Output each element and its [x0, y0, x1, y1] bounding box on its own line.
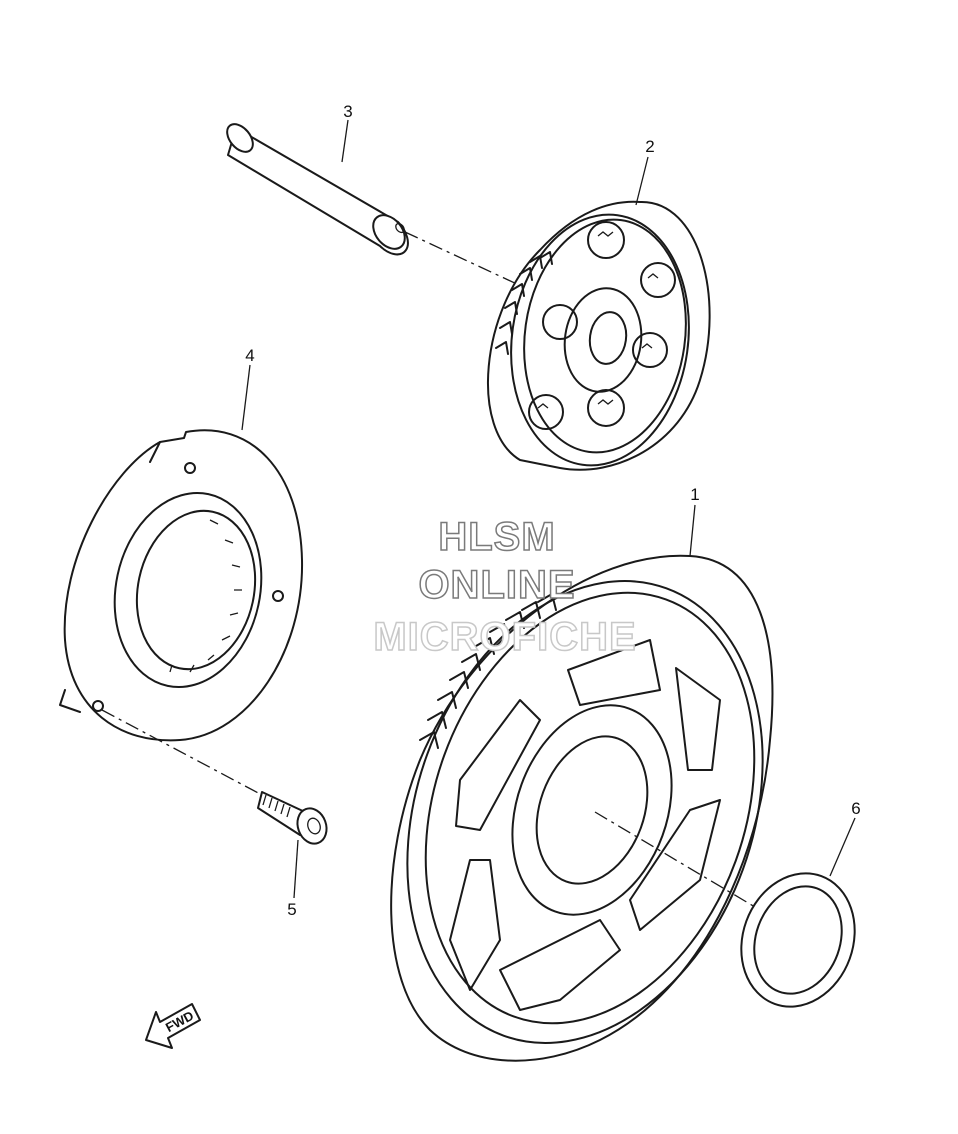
- watermark-line-1: HLSM: [438, 515, 555, 559]
- callout-2: 2: [645, 137, 654, 156]
- fwd-arrow-icon: FWD: [145, 1003, 201, 1049]
- callout-1: 1: [690, 485, 699, 504]
- callout-leaders: [241, 119, 856, 899]
- callout-4: 4: [245, 346, 254, 365]
- part-2-idler-gear[interactable]: [487, 200, 711, 477]
- part-1-starter-gear[interactable]: [346, 531, 825, 1093]
- watermark-line-2: ONLINE: [418, 563, 575, 607]
- callout-3: 3: [343, 102, 352, 121]
- part-6-washer[interactable]: [723, 857, 873, 1022]
- watermark-line-3: MICROFICHE: [373, 615, 636, 659]
- part-5-bolt[interactable]: [257, 791, 331, 848]
- part-4-clutch-plate[interactable]: [59, 429, 304, 742]
- callout-5: 5: [287, 900, 296, 919]
- callout-6: 6: [851, 799, 860, 818]
- part-3-shaft[interactable]: [222, 119, 411, 256]
